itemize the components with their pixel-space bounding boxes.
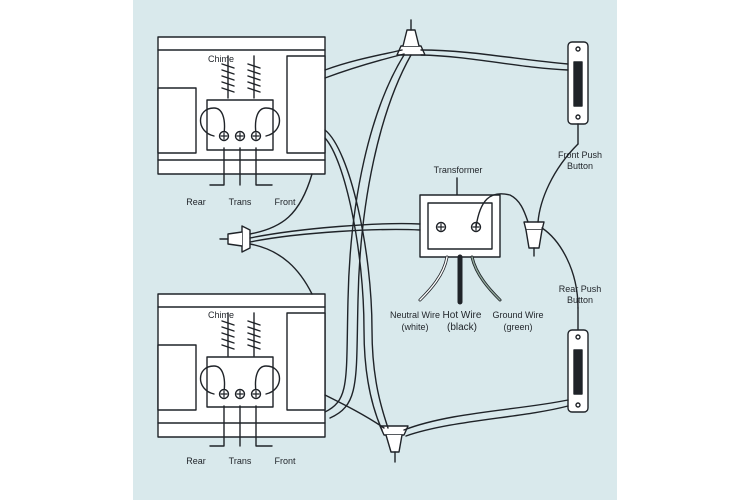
chime-top-label: Chime [208, 54, 234, 64]
chime-top-right-panel [286, 55, 326, 154]
chime-top-terminal-block [206, 99, 274, 151]
front-top-label: Front [274, 197, 296, 207]
front-push-label-2: Button [567, 161, 593, 171]
chime-bottom-left-loop [199, 365, 226, 395]
chime-bottom [157, 293, 326, 447]
front-push-label-1: Front Push [558, 150, 602, 160]
hot-wire-label-2: (black) [447, 322, 477, 333]
chime-top-springs [221, 55, 261, 99]
rear-push-key [573, 349, 583, 395]
trans-bottom-label: Trans [229, 456, 252, 466]
trans-top-label: Trans [229, 197, 252, 207]
front-push-button [567, 41, 589, 145]
chime-top-left-panel [157, 87, 197, 154]
neutral-wire-label-2: (white) [401, 322, 428, 332]
rear-top-label: Rear [186, 197, 206, 207]
chime-bottom-terminal-block [206, 356, 274, 408]
front-bottom-label: Front [274, 456, 296, 466]
rear-push-label-1: Rear Push [559, 284, 602, 294]
ground-wire-label-1: Ground Wire [492, 310, 543, 320]
rear-push-button [567, 307, 589, 413]
wire-nut-left [219, 225, 251, 253]
chime-bottom-right-loop [254, 365, 281, 395]
transformer-label: Transformer [434, 165, 483, 175]
wire-nut-right [523, 221, 545, 257]
ground-wire-label-2: (green) [503, 322, 532, 332]
transformer [418, 177, 502, 305]
rear-bottom-label: Rear [186, 456, 206, 466]
chime-top [157, 36, 326, 186]
hot-wire-label-1: Hot Wire [443, 310, 482, 321]
chime-top-right-loop [254, 107, 281, 137]
wire-nut-bottom [379, 425, 409, 463]
chime-bottom-left-panel [157, 344, 197, 411]
neutral-wire-label-1: Neutral Wire [390, 310, 440, 320]
cables [249, 49, 579, 437]
chime-bottom-springs [221, 312, 261, 357]
wire-nut-top [396, 19, 426, 56]
rear-push-label-2: Button [567, 295, 593, 305]
chime-top-left-loop [199, 107, 226, 137]
chime-bottom-right-panel [286, 312, 326, 411]
chime-bottom-label: Chime [208, 310, 234, 320]
front-push-key [573, 61, 583, 107]
